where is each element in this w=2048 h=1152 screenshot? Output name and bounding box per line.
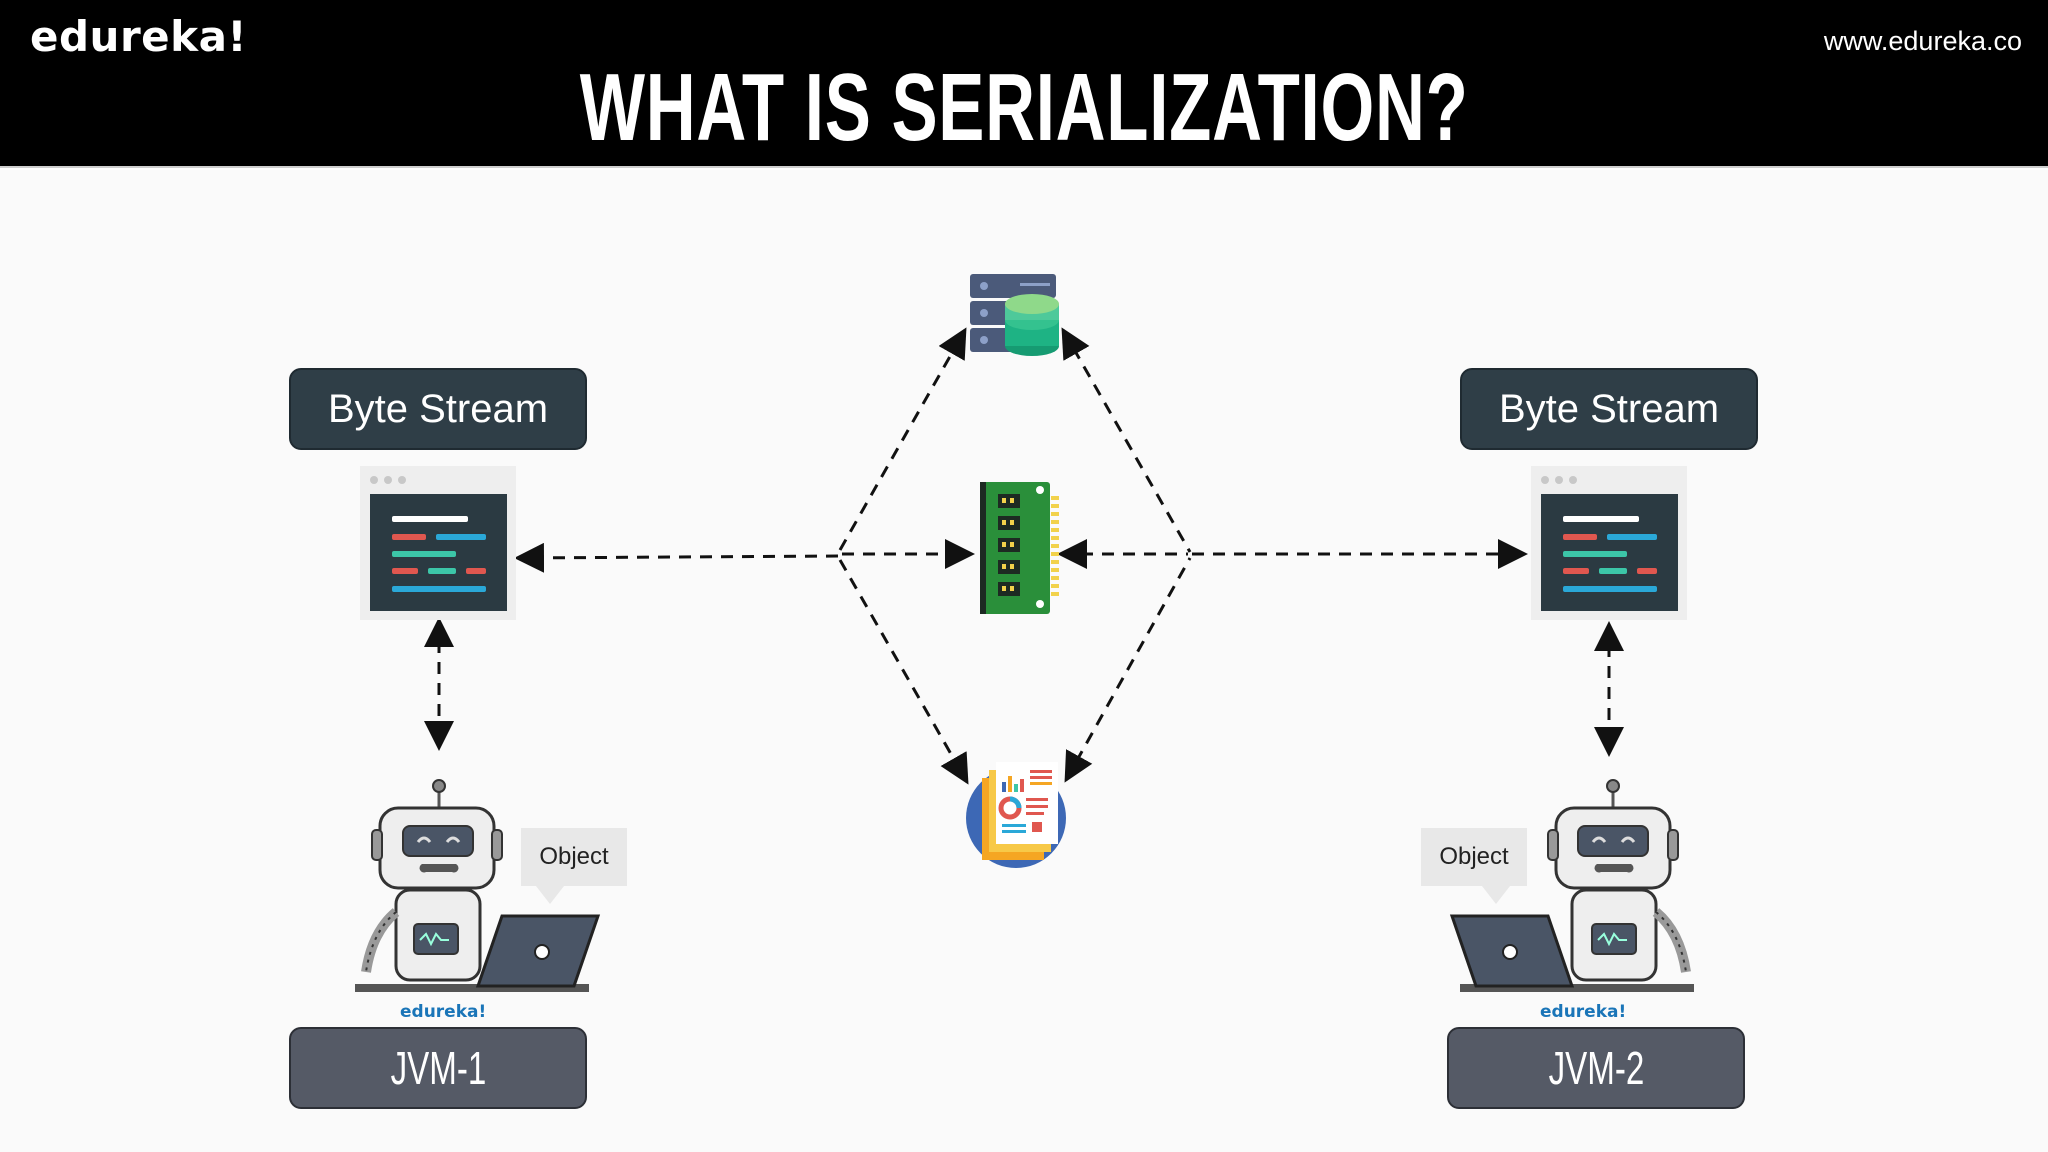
- byte-stream-label-left: Byte Stream: [289, 368, 587, 450]
- memory-chip-icon: [980, 482, 1059, 614]
- code-window-icon: [360, 466, 516, 620]
- mini-brand-left: edureka!: [400, 1002, 487, 1022]
- object-bubble-left: Object: [521, 828, 627, 886]
- object-bubble-tail-left: [536, 886, 564, 904]
- jvm-label-left-text: JVM-1: [390, 1042, 486, 1094]
- file-report-icon: [966, 762, 1066, 868]
- object-bubble-right: Object: [1421, 828, 1527, 886]
- jvm-label-left: JVM-1: [289, 1027, 587, 1109]
- object-bubble-tail-right: [1482, 886, 1510, 904]
- site-url: www.edureka.co: [1823, 26, 2022, 56]
- slide-title: WHAT IS SERIALIZATION?: [0, 58, 2048, 158]
- arrow-hub-to-database: [838, 327, 967, 551]
- slide-title-text: WHAT IS SERIALIZATION?: [579, 54, 1469, 161]
- arrow-hub-to-file: [838, 559, 969, 785]
- connector-arrows: [424, 327, 1624, 785]
- jvm-label-right: JVM-2: [1447, 1027, 1745, 1109]
- header-bar: edureka! www.edureka.co WHAT IS SERIALIZ…: [0, 0, 2048, 168]
- robot-icon: [355, 779, 601, 992]
- byte-stream-label-right: Byte Stream: [1460, 368, 1758, 450]
- mini-brand-right: edureka!: [1540, 1002, 1627, 1022]
- database-server-icon: [970, 274, 1059, 356]
- arrow-file-to-right-hub: [1064, 557, 1192, 783]
- robot-icon: [1449, 779, 1694, 992]
- code-window-icon: [1531, 466, 1687, 620]
- arrow-left-stream-to-hub: [514, 542, 839, 573]
- brand-logo: edureka!: [30, 12, 248, 61]
- jvm-label-right-text: JVM-2: [1548, 1042, 1644, 1094]
- arrow-database-to-right-hub: [1061, 327, 1192, 553]
